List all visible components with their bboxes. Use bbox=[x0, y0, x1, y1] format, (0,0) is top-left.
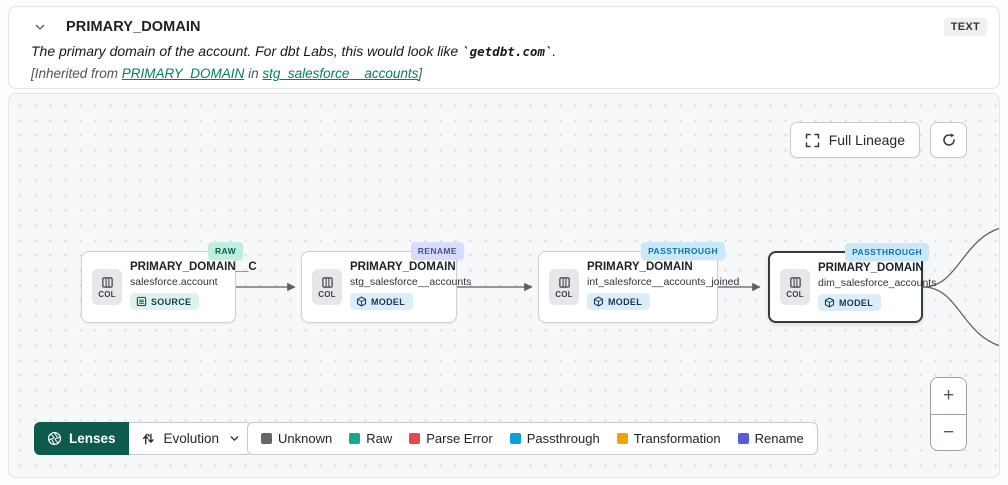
column-icon bbox=[558, 276, 570, 288]
inherited-from-note: [Inherited from PRIMARY_DOMAIN in stg_sa… bbox=[31, 66, 423, 81]
legend-item-raw: Raw bbox=[349, 431, 392, 446]
column-chip: COL bbox=[780, 269, 810, 305]
status-badge: PASSTHROUGH bbox=[641, 242, 725, 260]
status-badge: RAW bbox=[207, 242, 243, 260]
legend-swatch bbox=[349, 433, 361, 444]
legend-item-unknown: Unknown bbox=[261, 431, 332, 446]
legend-swatch bbox=[616, 433, 628, 444]
lens-controls: Lenses Evolution bbox=[34, 422, 254, 455]
legend-swatch bbox=[409, 433, 421, 444]
chevron-down-icon bbox=[229, 433, 240, 444]
inherited-column-link[interactable]: PRIMARY_DOMAIN bbox=[121, 66, 245, 81]
legend-item-passthrough: Passthrough bbox=[509, 431, 600, 446]
lineage-node-int-salesforce-accounts-joined[interactable]: PASSTHROUGH COL PRIMARY_DOMAIN int_sales… bbox=[538, 242, 740, 323]
resource-badge-model: MODEL bbox=[587, 293, 650, 310]
column-details-panel: PRIMARY_DOMAIN TEXT The primary domain o… bbox=[8, 6, 1000, 89]
database-icon bbox=[136, 296, 147, 307]
legend-swatch bbox=[509, 433, 521, 444]
full-lineage-button[interactable]: Full Lineage bbox=[789, 122, 920, 158]
lenses-button[interactable]: Lenses bbox=[34, 422, 129, 455]
fullscreen-icon bbox=[805, 133, 820, 148]
column-icon bbox=[789, 276, 801, 288]
node-title: PRIMARY_DOMAIN bbox=[587, 261, 693, 273]
column-description: The primary domain of the account. For d… bbox=[31, 43, 557, 59]
column-icon bbox=[101, 276, 113, 288]
column-type-badge: TEXT bbox=[943, 18, 987, 36]
page-title: PRIMARY_DOMAIN bbox=[66, 19, 201, 35]
model-cube-icon bbox=[824, 297, 835, 308]
node-subtitle: int_salesforce__accounts_joined bbox=[587, 276, 740, 288]
legend-swatch bbox=[261, 433, 272, 444]
evolution-route-icon bbox=[142, 433, 154, 444]
lenses-label: Lenses bbox=[69, 431, 116, 446]
lineage-canvas[interactable]: Full Lineage RAW COL PRIMARY_DOMAIN__C s… bbox=[8, 93, 1000, 478]
inherited-model-link[interactable]: stg_salesforce__accounts bbox=[262, 66, 419, 81]
aperture-icon bbox=[47, 431, 62, 446]
full-lineage-label: Full Lineage bbox=[828, 132, 905, 148]
zoom-controls: + − bbox=[930, 377, 967, 451]
lineage-node-salesforce-account[interactable]: RAW COL PRIMARY_DOMAIN__C salesforce.acc… bbox=[81, 242, 257, 323]
status-badge: RENAME bbox=[410, 242, 464, 260]
legend-swatch bbox=[737, 433, 749, 444]
legend-item-transformation: Transformation bbox=[616, 431, 721, 446]
legend-item-parse-error: Parse Error bbox=[409, 431, 493, 446]
zoom-in-button[interactable]: + bbox=[931, 378, 966, 414]
collapse-chevron-icon[interactable] bbox=[31, 18, 49, 36]
inline-code: `getdbt.com` bbox=[462, 44, 553, 59]
legend-item-rename: Rename bbox=[737, 431, 804, 446]
node-subtitle: stg_salesforce__accounts bbox=[350, 276, 472, 288]
resource-badge-model: MODEL bbox=[818, 294, 881, 311]
column-chip: COL bbox=[92, 269, 122, 305]
lens-selector-dropdown[interactable]: Evolution bbox=[128, 422, 254, 455]
node-subtitle: dim_salesforce_accounts bbox=[818, 277, 937, 289]
resource-badge-source: SOURCE bbox=[130, 293, 200, 310]
node-title: PRIMARY_DOMAIN bbox=[350, 261, 456, 273]
column-icon bbox=[321, 276, 333, 288]
lens-legend: Unknown Raw Parse Error Passthrough Tran… bbox=[247, 422, 818, 455]
model-cube-icon bbox=[356, 296, 367, 307]
resource-badge-model: MODEL bbox=[350, 293, 413, 310]
node-title: PRIMARY_DOMAIN bbox=[818, 262, 924, 274]
lineage-node-stg-salesforce-accounts[interactable]: RENAME COL PRIMARY_DOMAIN stg_salesforce… bbox=[301, 242, 472, 323]
column-chip: COL bbox=[549, 269, 579, 305]
lineage-node-dim-salesforce-accounts[interactable]: PASSTHROUGH COL PRIMARY_DOMAIN dim_sales… bbox=[768, 243, 937, 323]
selected-lens-label: Evolution bbox=[163, 431, 220, 446]
column-chip: COL bbox=[312, 269, 342, 305]
model-cube-icon bbox=[593, 296, 604, 307]
status-badge: PASSTHROUGH bbox=[845, 243, 929, 261]
zoom-out-button[interactable]: − bbox=[931, 414, 966, 450]
node-title: PRIMARY_DOMAIN__C bbox=[130, 261, 257, 273]
refresh-icon bbox=[941, 132, 957, 148]
refresh-button[interactable] bbox=[930, 122, 967, 158]
lineage-edges bbox=[236, 228, 999, 346]
node-subtitle: salesforce.account bbox=[130, 276, 218, 288]
